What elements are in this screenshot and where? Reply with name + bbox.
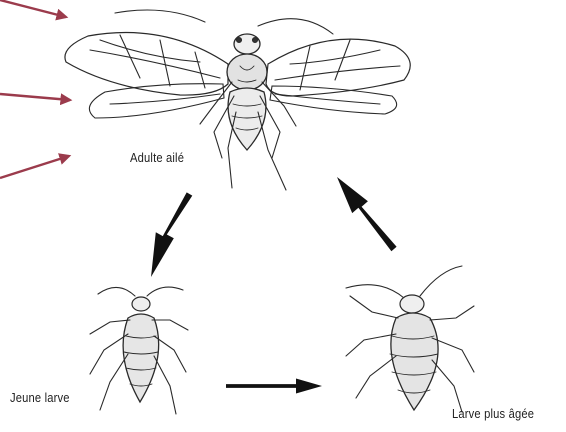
- pointer-arrow-middle: [0, 94, 70, 100]
- label-adult-winged: Adulte ailé: [130, 150, 184, 165]
- label-young-larva: Jeune larve: [10, 390, 70, 405]
- older-larva-aphid: [346, 266, 474, 412]
- young-larva-aphid: [90, 287, 188, 414]
- label-older-larva: Larve plus âgée: [452, 406, 534, 421]
- pointer-arrow-bottom: [0, 156, 69, 178]
- pointer-arrow-top: [0, 0, 66, 17]
- winged-adult-aphid: [65, 10, 410, 190]
- pointer-arrows: [0, 0, 70, 178]
- arrow-older-to-adult: [337, 177, 397, 251]
- arrow-young-to-older: [226, 379, 322, 394]
- arrow-adult-to-young: [151, 192, 192, 277]
